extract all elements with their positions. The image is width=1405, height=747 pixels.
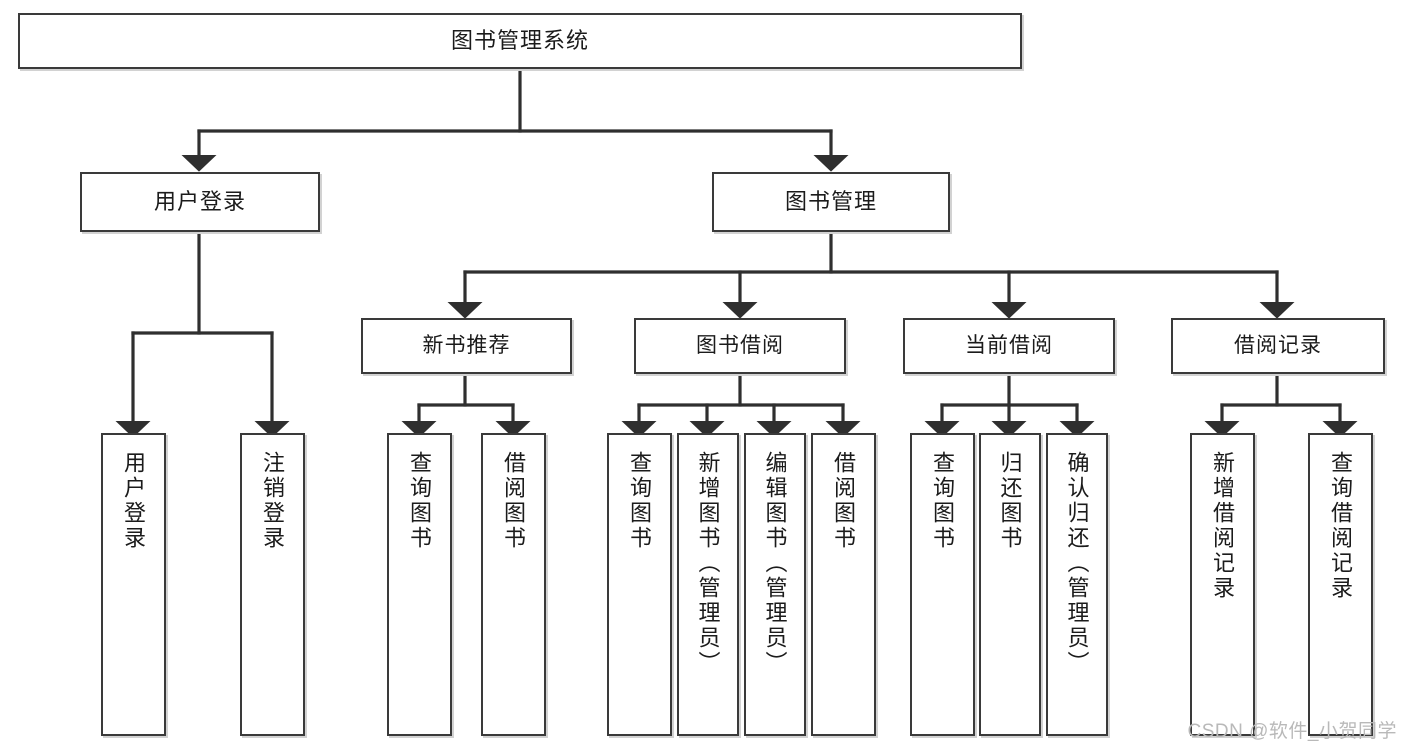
node-label: 新书推荐 — [422, 334, 511, 358]
node-new-book-recommend[interactable]: 新书推荐 — [361, 318, 572, 374]
node-label: 归还图书 — [997, 451, 1023, 551]
node-label: 查询借阅记录 — [1328, 451, 1354, 601]
node-current-borrow[interactable]: 当前借阅 — [903, 318, 1115, 374]
node-leaf-return-book[interactable]: 归还图书 — [979, 433, 1041, 736]
node-label: 图书管理系统 — [450, 27, 589, 53]
node-leaf-query-book-borrow[interactable]: 查询图书 — [607, 433, 672, 736]
node-leaf-user-login[interactable]: 用户登录 — [101, 433, 166, 736]
node-leaf-edit-book[interactable]: 编辑图书（管理员） — [744, 433, 806, 736]
node-leaf-add-borrow-record[interactable]: 新增借阅记录 — [1190, 433, 1255, 736]
node-label: 当前借阅 — [965, 334, 1053, 358]
node-leaf-borrow-book[interactable]: 借阅图书 — [811, 433, 876, 736]
node-label: 查询图书 — [627, 451, 653, 551]
node-leaf-query-borrow-record[interactable]: 查询借阅记录 — [1308, 433, 1373, 736]
node-label: 编辑图书（管理员） — [762, 451, 788, 676]
node-label: 查询图书 — [930, 451, 956, 551]
node-label: 借阅图书 — [501, 451, 527, 551]
node-leaf-add-book[interactable]: 新增图书（管理员） — [677, 433, 739, 736]
node-leaf-query-book-current[interactable]: 查询图书 — [910, 433, 975, 736]
node-label: 新增图书（管理员） — [695, 451, 721, 676]
node-label: 查询图书 — [407, 451, 433, 551]
node-label: 用户登录 — [121, 451, 147, 551]
node-user-login[interactable]: 用户登录 — [80, 172, 320, 232]
node-label: 注销登录 — [260, 451, 286, 551]
node-label: 图书借阅 — [696, 334, 784, 358]
node-label: 借阅记录 — [1234, 334, 1322, 358]
node-leaf-query-book-recommend[interactable]: 查询图书 — [387, 433, 452, 736]
node-label: 确认归还（管理员） — [1064, 451, 1090, 676]
node-leaf-user-logout[interactable]: 注销登录 — [240, 433, 305, 736]
node-label: 图书管理 — [784, 188, 877, 214]
node-leaf-confirm-return[interactable]: 确认归还（管理员） — [1046, 433, 1108, 736]
node-label: 借阅图书 — [831, 451, 857, 551]
node-borrow-record[interactable]: 借阅记录 — [1171, 318, 1385, 374]
csdn-watermark: CSDN @软件_小贺同学 — [1187, 721, 1397, 742]
node-book-management[interactable]: 图书管理 — [712, 172, 950, 232]
node-label: 新增借阅记录 — [1210, 451, 1236, 601]
node-leaf-borrow-book-recommend[interactable]: 借阅图书 — [481, 433, 546, 736]
node-label: 用户登录 — [153, 188, 246, 214]
node-book-borrow[interactable]: 图书借阅 — [634, 318, 846, 374]
node-root-book-management-system[interactable]: 图书管理系统 — [18, 13, 1022, 69]
